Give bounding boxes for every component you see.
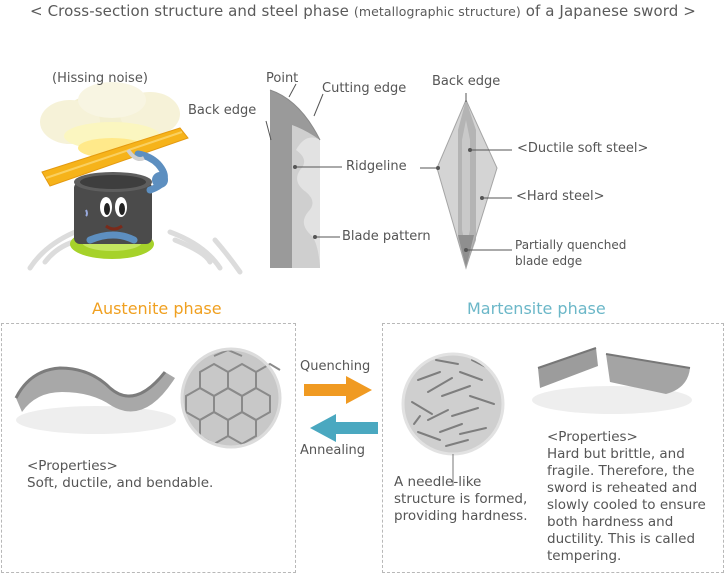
cutting-edge-label: Cutting edge bbox=[322, 81, 407, 96]
partially-quenched-label: Partially quenched blade edge bbox=[515, 237, 675, 269]
martensite-heading: Martensite phase bbox=[467, 299, 606, 318]
partially-quenched-line2: blade edge bbox=[515, 254, 583, 268]
bucket-character bbox=[74, 148, 168, 244]
broken-blade bbox=[537, 347, 691, 394]
back-edge-cross-label: Back edge bbox=[432, 74, 501, 89]
title-main-end: of a Japanese sword > bbox=[520, 2, 696, 20]
martensite-properties-text: Hard but brittle, and fragile. Therefore… bbox=[547, 446, 706, 564]
martensite-needle-circle bbox=[401, 352, 505, 456]
cross-leader-lines bbox=[420, 93, 512, 251]
quenching-arrow bbox=[304, 376, 372, 404]
title-main-start: < Cross-section structure and steel phas… bbox=[30, 2, 354, 20]
point-label: Point bbox=[266, 71, 299, 86]
austenite-grain-circle bbox=[180, 347, 282, 449]
sword-cross-section bbox=[436, 98, 498, 270]
partially-quenched-line1: Partially quenched bbox=[515, 238, 627, 252]
quenching-label: Quenching bbox=[300, 359, 371, 374]
austenite-box bbox=[1, 323, 296, 573]
bent-steel-strip bbox=[14, 366, 175, 412]
needle-structure-text: A needle-like structure is formed, provi… bbox=[394, 474, 528, 524]
ridgeline-label: Ridgeline bbox=[346, 159, 407, 174]
annealing-arrow bbox=[310, 414, 378, 442]
hot-blade bbox=[41, 127, 189, 187]
page-title: < Cross-section structure and steel phas… bbox=[0, 2, 726, 20]
hard-steel-label: <Hard steel> bbox=[516, 189, 605, 204]
martensite-properties: <Properties> Hard but brittle, and fragi… bbox=[547, 429, 715, 565]
blade-pattern-label: Blade pattern bbox=[342, 229, 431, 244]
austenite-properties-label: <Properties> bbox=[27, 458, 118, 474]
austenite-properties-text: Soft, ductile, and bendable. bbox=[27, 475, 214, 491]
martensite-properties-label: <Properties> bbox=[547, 429, 638, 445]
steam-cloud bbox=[40, 82, 180, 158]
annealing-label: Annealing bbox=[300, 443, 366, 458]
back-edge-side-label: Back edge bbox=[188, 103, 257, 118]
water-splash bbox=[27, 229, 243, 275]
title-paren: (metallographic structure) bbox=[353, 4, 521, 19]
martensite-box bbox=[382, 323, 724, 573]
ductile-soft-steel-label: <Ductile soft steel> bbox=[517, 141, 649, 156]
sword-side-view bbox=[269, 89, 321, 268]
austenite-heading: Austenite phase bbox=[92, 299, 222, 318]
side-leader-lines bbox=[265, 83, 342, 238]
austenite-properties: <Properties> Soft, ductile, and bendable… bbox=[27, 458, 277, 492]
hissing-noise-label: (Hissing noise) bbox=[52, 71, 148, 86]
